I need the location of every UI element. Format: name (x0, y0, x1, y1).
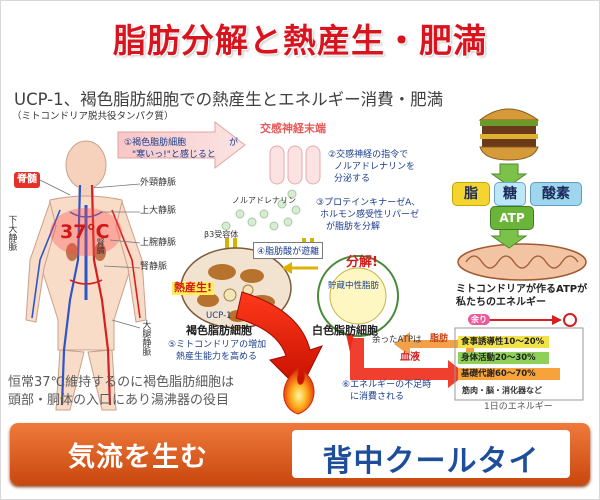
ucp-note: （ミトコンドリア脱共役タンパク質） (12, 111, 174, 122)
step1-text-c: "寒いっ!"と感じると (132, 150, 216, 160)
energy-bar-0: 食事誘導性10〜20% (458, 336, 549, 348)
nutrient-oxygen: 酸素 (530, 182, 582, 206)
step6-text-b: に消費される (350, 392, 405, 402)
subtitle: UCP-1、褐色脂肪細胞での熱産生とエネルギー消費・肥満 (14, 90, 444, 109)
brown-fat-cell-label: 褐色脂肪細胞 (186, 324, 252, 337)
fat-label: 脂肪 (430, 334, 449, 344)
step5-text-b: 熱産生能力を高める (176, 352, 258, 362)
step3-text-b: ホルモン感受性リパーゼ (320, 210, 420, 220)
mitochondria-icon (457, 243, 587, 281)
surplus-arrow (394, 332, 474, 356)
mito-caption-a: ミトコンドリアが作るATPが (456, 284, 588, 295)
blood-label: 血液 (400, 352, 420, 363)
cold-signal-arrow (117, 120, 246, 170)
surplus-badge: 余り (468, 314, 490, 326)
vein-superior-vena-cava: 上大静脈 (140, 206, 177, 216)
ucp1-label: UCP-1 (206, 311, 232, 321)
banner-product-text: 背中クールタイ (322, 444, 540, 479)
page-title: 脂肪分解と熱産生・肥満 (113, 21, 487, 60)
step2-text-c: 分泌する (334, 174, 371, 184)
white-fat-cell-label: 白色脂肪細胞 (312, 324, 378, 337)
flame-icon (283, 367, 315, 415)
vein-renal: 腎静脈 (140, 262, 168, 272)
noradrenaline-molecules (221, 189, 301, 231)
banner-left-text: 気流を生む (68, 442, 208, 473)
nerve-ending-label: 交感神経末端 (260, 122, 326, 135)
human-body (25, 140, 147, 411)
vein-pointers (39, 179, 141, 329)
body-temp-label: 37℃ (60, 221, 110, 243)
energy-caption: 1日のエネルギー (484, 402, 553, 412)
step2-text-a: ②交感神経の指令で (328, 150, 409, 160)
vein-femoral: 大腿静脈 (140, 320, 151, 356)
step1-text-a: ①褐色脂肪細胞 (124, 138, 187, 148)
banner-product-box[interactable]: 背中クールタイ (292, 430, 570, 479)
step5-text-a: ⑤ミトコンドリアの増加 (168, 340, 267, 350)
kidney-label: 腎臓 (96, 238, 106, 254)
atp-badge: ATP (490, 206, 534, 230)
vein-brachiocephalic: 上腕静脈 (140, 238, 177, 248)
nutrient-fat: 脂 (452, 182, 490, 206)
stored-fat-label: 貯蔵中性脂肪 (328, 281, 380, 291)
ad-banner[interactable]: 気流を生む 背中クールタイ (10, 423, 590, 485)
noradrenaline-label: ノルアドレナリン (232, 196, 296, 205)
step1-text-b: が (229, 138, 239, 148)
nerve-ending (269, 145, 321, 185)
beta3-label: β3受容体 (204, 230, 239, 239)
step3-text-c: が脂肪を分解 (326, 222, 381, 232)
vein-inferior-vena-cava: 下大静脈 (6, 215, 17, 251)
step4-box: ④脂肪酸が遊離 (253, 242, 324, 259)
decompose-label: 分解! (346, 255, 378, 270)
bottom-caption-line1: 恒常37℃維持するのに褐色脂肪細胞は (8, 375, 235, 390)
basal-detail: 筋肉・脳・消化器など (462, 386, 542, 395)
nutrient-sugar: 糖 (494, 182, 526, 206)
bottom-caption: 恒常37℃維持するのに褐色脂肪細胞は 頭部・胴体の入口にあり湯沸器の役目 (8, 374, 234, 409)
bottom-caption-line2: 頭部・胴体の入口にあり湯沸器の役目 (8, 392, 230, 408)
surplus-atp-label: 余ったATPは (372, 335, 422, 345)
vein-external-jugular: 外頸静脈 (140, 178, 177, 188)
mito-caption-b: 私たちのエネルギー (456, 297, 546, 308)
burger-icon (478, 108, 540, 161)
step3-text-a: ③プロテインキナーゼA、 (316, 198, 421, 208)
spinal-label: 脊髄 (14, 172, 40, 188)
blood-arrow (350, 338, 466, 388)
step2-text-b: ノルアドレナリンを (334, 162, 416, 172)
energy-bar-1: 身体活動20〜30% (458, 352, 549, 364)
energy-bar-2: 基礎代謝60〜70% (458, 368, 560, 380)
heat-production-label: 熱産生! (172, 281, 215, 295)
step6-text-a: ⑥エネルギーの不足時 (342, 380, 432, 390)
white-fat-cell (317, 255, 399, 337)
